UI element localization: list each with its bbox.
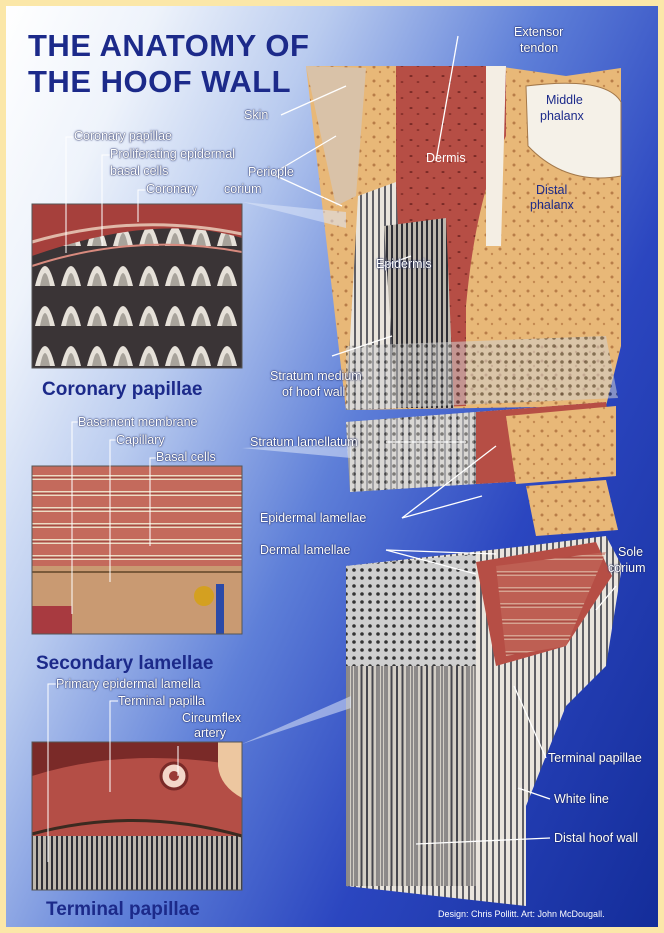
heading-secondary-lamellae: Secondary lamellae <box>36 654 213 673</box>
label-primary-epidermal-lamella: Primary epidermal lamella <box>56 678 201 691</box>
coronary-papillae-image <box>32 204 242 368</box>
label-phalanx-middle: phalanx <box>540 110 584 123</box>
label-epidermal-lamellae: Epidermal lamellae <box>260 512 366 525</box>
label-dermal-lamellae: Dermal lamellae <box>260 544 350 557</box>
label-proliferating: Proliferating epidermal <box>110 148 235 161</box>
label-extensor: Extensor <box>514 26 563 39</box>
label-basement-membrane: Basement membrane <box>78 416 198 429</box>
label-basal-cells: basal cells <box>110 165 168 178</box>
hoof-anatomy-poster: THE ANATOMY OF THE HOOF WALL Coronary pa… <box>6 6 658 927</box>
credit-line: Design: Chris Pollitt. Art: John McDouga… <box>438 910 605 919</box>
label-stratum-medium: Stratum medium <box>270 370 362 383</box>
title-line-1: THE ANATOMY OF <box>28 30 309 61</box>
secondary-lamellae-image <box>32 466 242 634</box>
label-sole: Sole <box>618 546 643 559</box>
label-basal-cells-2: Basal cells <box>156 451 216 464</box>
label-white-line: White line <box>554 793 609 806</box>
hoof-block-lower <box>346 536 622 906</box>
label-coronary-papillae: Coronary papillae <box>74 130 172 143</box>
terminal-papillae-image <box>32 742 242 890</box>
label-periople: Periople <box>248 166 294 179</box>
label-stratum-lamellatum: Stratum lamellatum <box>250 436 358 449</box>
label-distal: Distal <box>536 184 567 197</box>
label-tendon: tendon <box>520 42 558 55</box>
label-distal-hoof-wall: Distal hoof wall <box>554 832 638 845</box>
heading-coronary-papillae: Coronary papillae <box>42 380 203 399</box>
label-coronary: Coronary <box>146 183 197 196</box>
label-circumflex: Circumflex <box>182 712 241 725</box>
label-artery: artery <box>194 727 226 740</box>
label-capillary: Capillary <box>116 434 165 447</box>
label-corium: corium <box>224 183 262 196</box>
label-corium-sole: corium <box>608 562 646 575</box>
illustration-layer <box>6 6 658 927</box>
label-dermis: Dermis <box>426 152 466 165</box>
label-terminal-papillae-main: Terminal papillae <box>548 752 642 765</box>
connector-beam-terminal <box>242 696 351 744</box>
label-of-hoof-wall: of hoof wall <box>282 386 345 399</box>
label-skin: Skin <box>244 109 268 122</box>
heading-terminal-papillae: Terminal papillae <box>46 900 200 919</box>
label-middle: Middle <box>546 94 583 107</box>
label-terminal-papilla: Terminal papilla <box>118 695 205 708</box>
label-epidermis: Epidermis <box>376 258 432 271</box>
title-line-2: THE HOOF WALL <box>28 66 291 97</box>
label-phalanx-distal: phalanx <box>530 199 574 212</box>
hoof-slab-middle <box>346 402 618 536</box>
